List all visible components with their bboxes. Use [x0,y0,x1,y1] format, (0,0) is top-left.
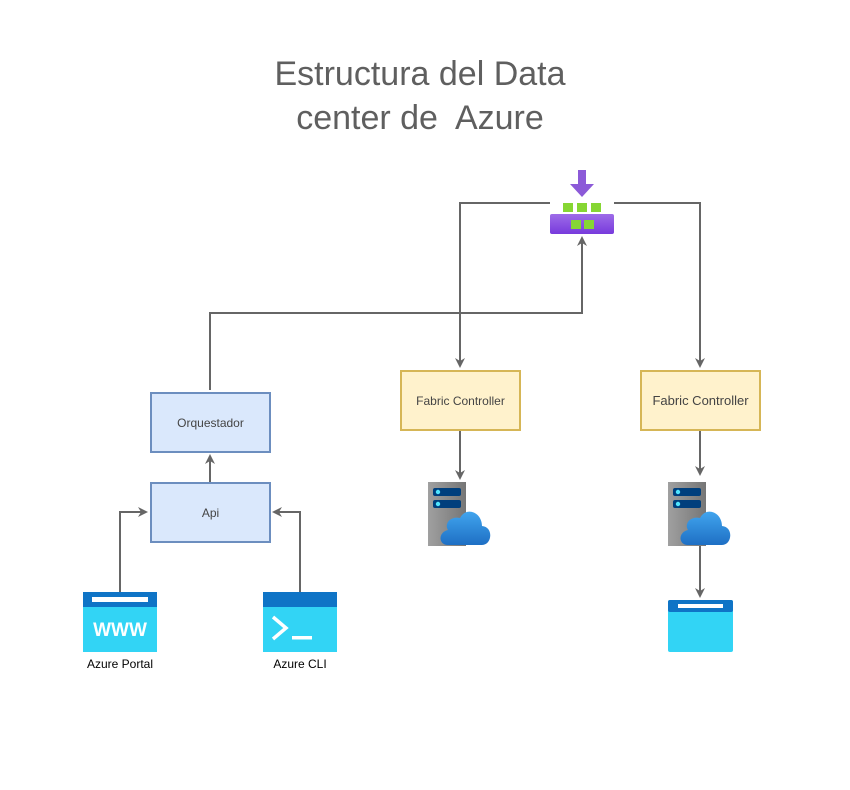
edge-lb-to-fabric-controller-1 [455,202,550,368]
fabric-controller-1-label: Fabric Controller [416,393,505,408]
cloud-server-icon[interactable] [668,482,731,546]
fabric-controller-1-node[interactable]: Fabric Controller [400,370,521,431]
edge-lb-to-fabric-controller-2 [614,202,705,368]
orquestador-label: Orquestador [177,415,244,430]
azure-portal-label: Azure Portal [86,657,154,671]
diagram-title: Estructura del Data center de Azure [170,52,670,140]
fabric-controller-2-node[interactable]: Fabric Controller [640,370,761,431]
edge-portal-to-api [119,507,148,592]
terminal-icon[interactable] [263,592,337,652]
orquestador-node[interactable]: Orquestador [150,392,271,453]
cloud-server-icon[interactable] [428,482,491,546]
title-line-2: center de Azure [296,99,544,137]
svg-text:WWW: WWW [93,620,147,641]
title-line-1: Estructura del Data [274,55,566,93]
azure-cli-label: Azure CLI [273,657,327,671]
api-node[interactable]: Api [150,482,271,543]
www-browser-icon[interactable]: WWW [83,592,157,652]
api-label: Api [201,505,220,520]
fabric-controller-2-label: Fabric Controller [652,393,749,408]
edge-orquestador-to-lb [209,236,587,390]
browser-window-icon[interactable] [668,600,733,652]
load-balancer-icon[interactable] [550,170,614,234]
edge-cli-to-api [272,507,301,592]
